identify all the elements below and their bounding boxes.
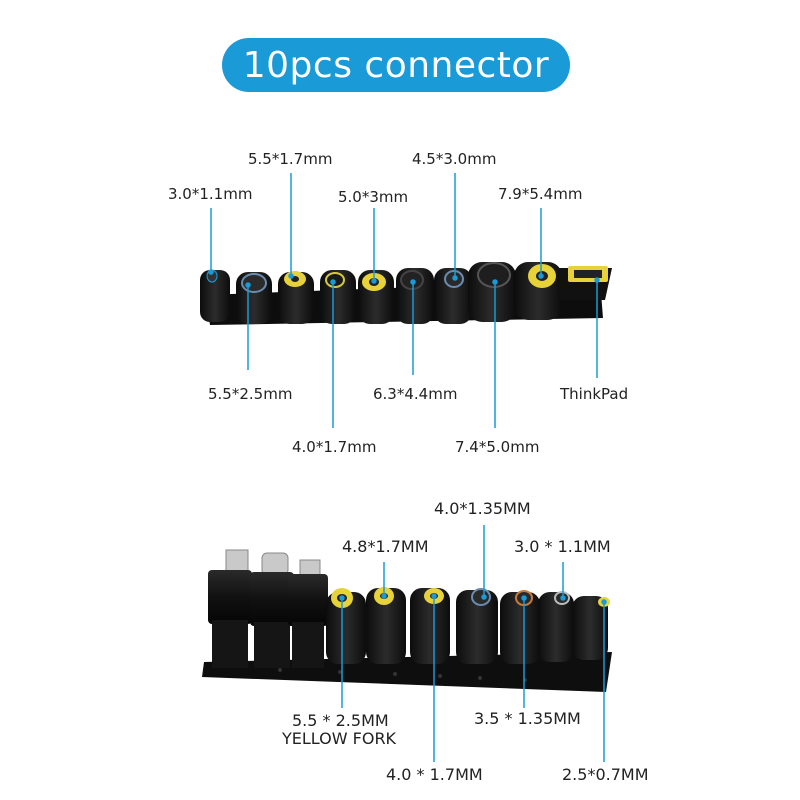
connector-3.0x1.1: [538, 591, 574, 662]
label-top-5.5x2.5: 5.5*2.5mm: [208, 385, 293, 403]
label-bottom-yellow-fork: YELLOW FORK: [282, 729, 397, 748]
label-top-thinkpad: ThinkPad: [560, 385, 629, 403]
label-bottom-4.0x1.35: 4.0*1.35MM: [434, 499, 531, 518]
top-leader-lines: [208, 173, 600, 428]
label-top-3.0x1.1: 3.0*1.1mm: [168, 185, 253, 203]
bottom-leader-lines: [339, 525, 607, 762]
label-bottom-4.0x1.7: 4.0 * 1.7MM: [386, 765, 483, 784]
label-bottom-3.5x1.35: 3.5 * 1.35MM: [474, 709, 581, 728]
connector-7.4x5.0: [468, 262, 516, 322]
connector-4.0x1.7: [410, 588, 450, 664]
connector-5.5x2.5-yellow-fork: [326, 588, 366, 664]
label-top-4.5x3.0: 4.5*3.0mm: [412, 150, 497, 168]
connector-mini-usb: [208, 549, 252, 668]
connector-5.0x3: [358, 270, 394, 324]
connector-6.3x4.4: [396, 268, 434, 324]
connector-4.5x3.0: [434, 268, 472, 324]
title-text: 10pcs connector: [242, 44, 550, 86]
label-bottom-5.5x2.5: 5.5 * 2.5MM: [292, 711, 389, 730]
label-top-7.4x5.0: 7.4*5.0mm: [455, 438, 540, 456]
top-connector-strip: [200, 262, 612, 325]
label-bottom-4.8x1.7: 4.8*1.7MM: [342, 537, 429, 556]
connector-usb-c: [250, 552, 294, 668]
label-top-5.0x3: 5.0*3mm: [338, 188, 409, 206]
connector-5.5x2.5: [236, 272, 272, 324]
connector-micro-usb: [288, 559, 328, 668]
label-top-5.5x1.7: 5.5*1.7mm: [248, 150, 333, 168]
connector-4.0x1.7: [320, 270, 356, 324]
connector-4.0x1.35: [456, 588, 498, 664]
label-top-6.3x4.4: 6.3*4.4mm: [373, 385, 458, 403]
bottom-connector-strip: [202, 549, 612, 692]
label-bottom-3.0x1.1: 3.0 * 1.1MM: [514, 537, 611, 556]
label-bottom-2.5x0.7: 2.5*0.7MM: [562, 765, 649, 784]
connector-3.5x1.35: [500, 590, 540, 664]
connector-thinkpad: [558, 266, 612, 300]
label-top-7.9x5.4: 7.9*5.4mm: [498, 185, 583, 203]
connector-3.0x1.1: [200, 269, 230, 322]
connector-5.5x1.7: [278, 271, 314, 324]
connector-4.8x1.7: [366, 587, 406, 664]
connector-7.9x5.4: [514, 262, 562, 320]
label-top-4.0x1.7: 4.0*1.7mm: [292, 438, 377, 456]
title-banner: 10pcs connector: [222, 38, 570, 92]
